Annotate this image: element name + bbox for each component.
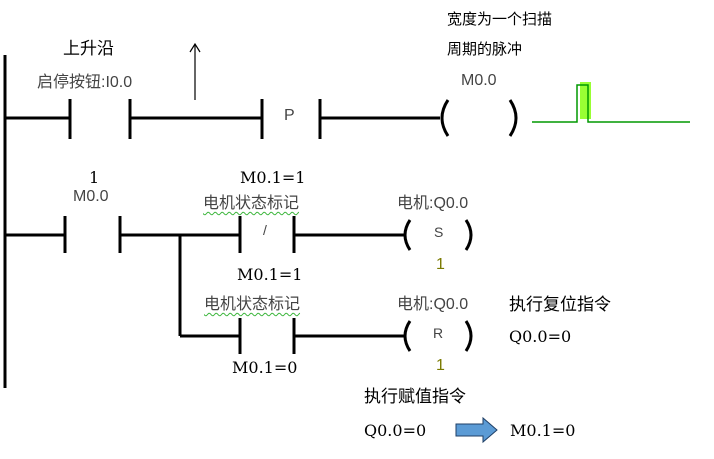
assign-to-annotation: M0.1=0 <box>510 421 576 440</box>
contact-m00-label: M0.0 <box>73 188 109 205</box>
assign-exec-annotation: 执行赋值指令 <box>364 387 466 407</box>
coil-m00-label: M0.0 <box>461 72 497 89</box>
pulse-annotation-line1: 宽度为一个扫描 <box>447 10 553 28</box>
nc-contact-label: 电机状态标记 <box>203 195 300 212</box>
reset-coil-left-paren <box>403 320 412 352</box>
set-coil-left-paren <box>403 219 412 251</box>
set-coil-instruction: S <box>434 224 444 240</box>
right-arrow-icon <box>455 416 498 444</box>
pulse-annotation-line2: 周期的脉冲 <box>447 40 523 58</box>
reset-coil-count: 1 <box>436 357 445 374</box>
assign-from-annotation: Q0.0=0 <box>364 421 427 440</box>
coil-left-paren <box>440 99 450 137</box>
reset-coil-instruction: R <box>433 325 444 341</box>
set-coil-count: 1 <box>436 256 445 273</box>
pulse-waveform <box>532 82 690 123</box>
rising-edge-arrow-icon <box>189 42 201 100</box>
contact-state-value: 1 <box>89 168 100 187</box>
network-2 <box>5 216 473 354</box>
pulse-highlight <box>580 82 591 119</box>
no-contact-label: 电机状态标记 <box>204 296 301 313</box>
no-contact-state-bottom: M0.1=0 <box>232 358 298 377</box>
reset-coil-label: 电机:Q0.0 <box>397 296 469 313</box>
start-stop-button-label: 启停按钮:I0.0 <box>37 74 133 91</box>
rising-edge-annotation: 上升沿 <box>63 39 114 59</box>
network-1 <box>5 42 690 139</box>
set-coil-right-paren <box>464 219 473 251</box>
reset-coil-right-paren <box>464 320 473 352</box>
reset-exec-annotation: 执行复位指令 <box>509 295 611 315</box>
pulse-line <box>532 84 690 123</box>
coil-right-paren <box>508 99 518 137</box>
nc-symbol: / <box>263 222 267 238</box>
no-contact-state-top: M0.1=1 <box>237 265 303 284</box>
set-coil-label: 电机:Q0.0 <box>397 195 469 212</box>
edge-instruction-label: P <box>284 107 295 124</box>
reset-result-annotation: Q0.0=0 <box>509 327 572 346</box>
nc-contact-state: M0.1=1 <box>240 168 306 187</box>
